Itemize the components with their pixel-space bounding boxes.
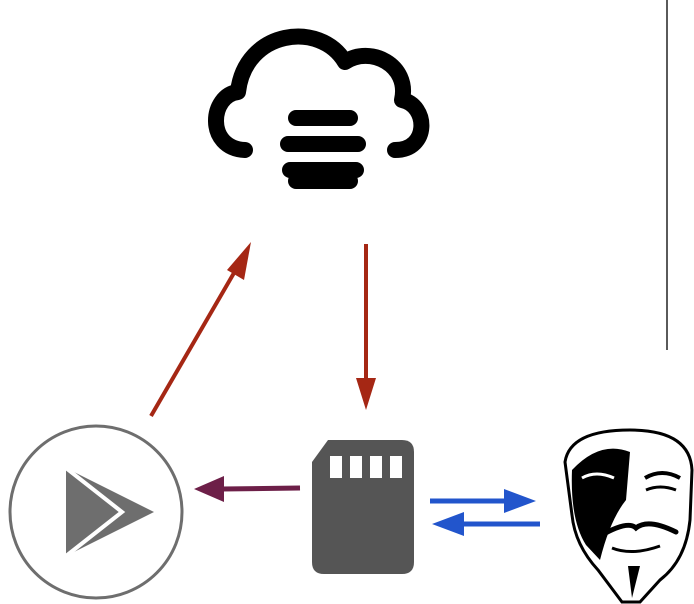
- sd-card-icon: [312, 440, 414, 574]
- arrow-app-to-cloud: [149, 242, 251, 418]
- guy-fawkes-mask-icon: [563, 428, 694, 604]
- cloud-database-icon: [208, 28, 430, 189]
- play-store-icon: [8, 424, 184, 600]
- arrow-cloud-to-sd: [356, 244, 376, 410]
- arrow-sd-to-attacker: [430, 489, 536, 513]
- arrow-sd-to-app: [194, 476, 301, 502]
- vertical-divider: [666, 0, 668, 350]
- arrow-attacker-to-sd: [432, 512, 540, 536]
